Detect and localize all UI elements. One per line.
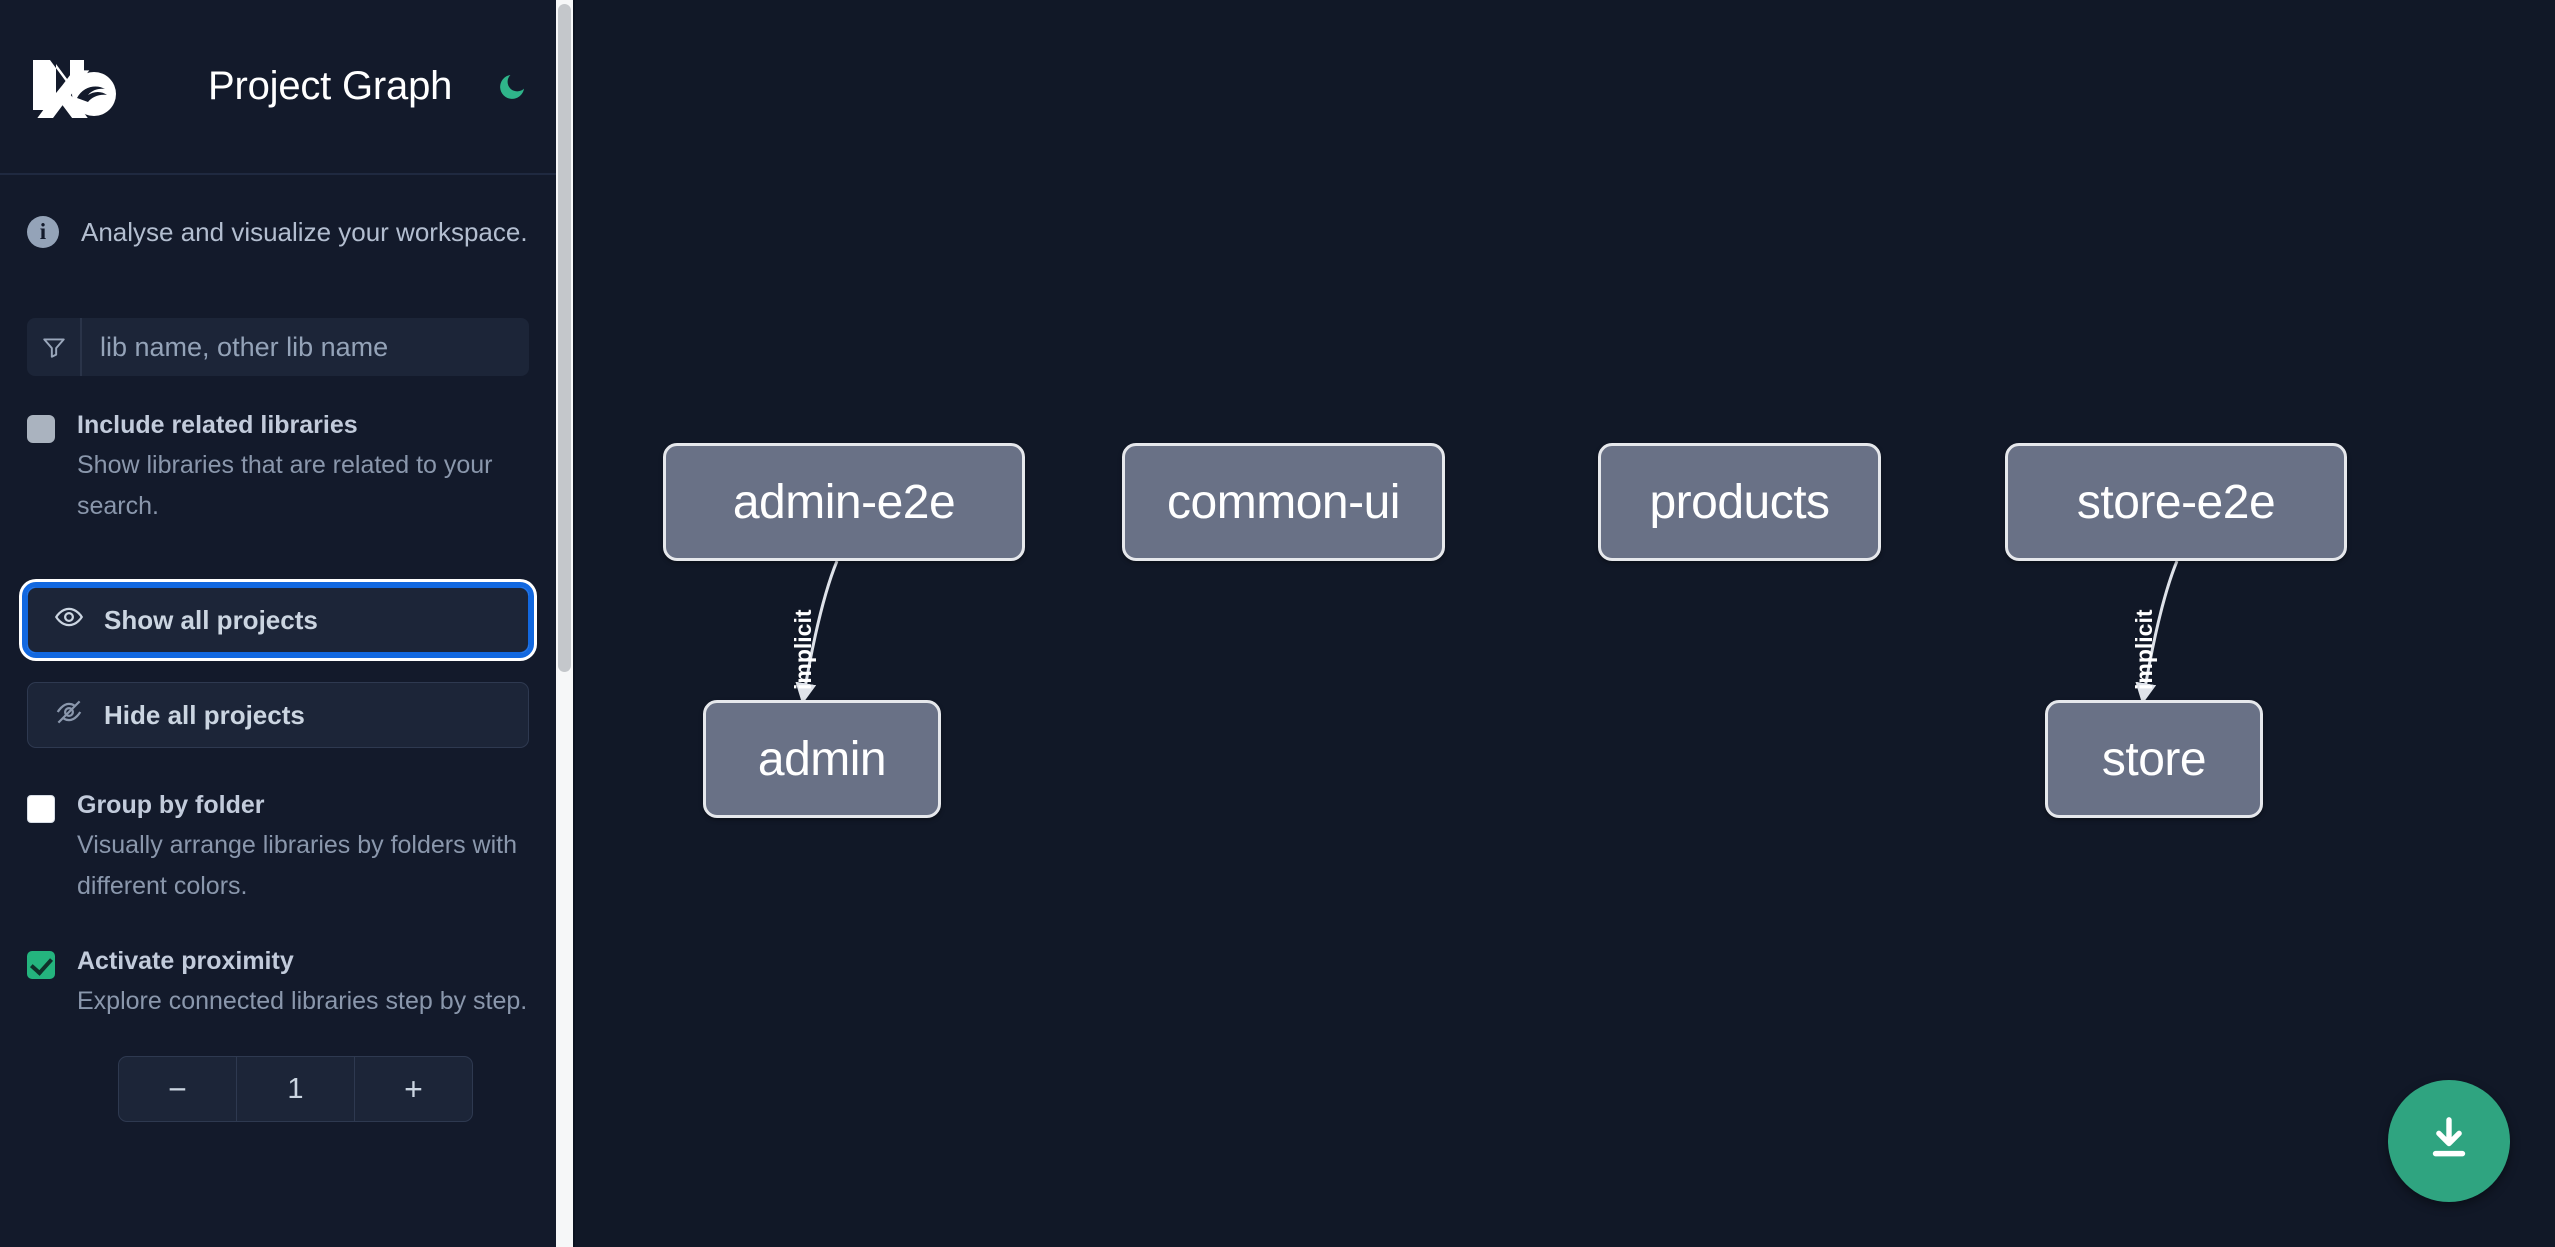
graph-node-common-ui[interactable]: common-ui	[1122, 443, 1445, 561]
graph-node-admin-e2e[interactable]: admin-e2e	[663, 443, 1025, 561]
eye-off-icon	[54, 697, 84, 734]
include-related-description: Show libraries that are related to your …	[77, 451, 493, 520]
search-input[interactable]	[82, 318, 529, 376]
option-group-by-folder: Group by folder Visually arrange librari…	[0, 790, 556, 907]
graph-node-store[interactable]: store	[2045, 700, 2263, 818]
group-by-folder-description: Visually arrange libraries by folders wi…	[77, 831, 518, 900]
activate-proximity-description: Explore connected libraries step by step…	[77, 987, 528, 1015]
proximity-stepper: − 1 +	[118, 1056, 473, 1122]
page-title: Project Graph	[208, 64, 453, 108]
show-all-projects-button[interactable]: Show all projects	[22, 582, 534, 658]
sidebar-header: Project Graph	[0, 0, 556, 175]
sidebar-scrollbar[interactable]	[556, 0, 573, 1247]
hide-all-projects-label: Hide all projects	[104, 699, 305, 730]
stepper-increment-button[interactable]: +	[404, 1070, 423, 1107]
graph-edges	[795, 560, 2179, 705]
sidebar-scrollbar-thumb[interactable]	[558, 4, 571, 672]
stepper-value: 1	[237, 1057, 355, 1121]
eye-icon	[54, 602, 84, 639]
info-icon: i	[27, 216, 59, 248]
info-text: Analyse and visualize your workspace.	[81, 216, 528, 247]
option-include-related: Include related libraries Show libraries…	[0, 410, 556, 527]
group-by-folder-label: Group by folder	[77, 791, 265, 819]
graph-node-products[interactable]: products	[1598, 443, 1881, 561]
sidebar-divider	[573, 0, 575, 1247]
info-row: i Analyse and visualize your workspace.	[0, 199, 556, 265]
graph-node-store-e2e[interactable]: store-e2e	[2005, 443, 2347, 561]
activate-proximity-checkbox[interactable]	[27, 951, 55, 979]
graph-canvas[interactable]: implicit implicit admin-e2e common-ui pr…	[575, 0, 2555, 1247]
download-graph-button[interactable]	[2388, 1080, 2510, 1202]
group-by-folder-checkbox[interactable]	[27, 795, 55, 823]
moon-icon[interactable]	[492, 67, 532, 107]
sidebar: Project Graph i Analyse and visualize yo…	[0, 0, 556, 1247]
hide-all-projects-button[interactable]: Hide all projects	[27, 682, 529, 748]
edge-label-store: implicit	[2131, 609, 2157, 690]
include-related-checkbox[interactable]	[27, 415, 55, 443]
filter-field[interactable]	[27, 318, 529, 376]
activate-proximity-label: Activate proximity	[77, 947, 294, 975]
edge-label-admin: implicit	[790, 609, 816, 690]
stepper-decrement-button[interactable]: −	[119, 1057, 237, 1121]
graph-node-admin[interactable]: admin	[703, 700, 941, 818]
show-all-projects-label: Show all projects	[104, 604, 318, 635]
download-icon	[2422, 1112, 2476, 1171]
include-related-label: Include related libraries	[77, 411, 358, 439]
funnel-icon	[27, 318, 82, 376]
option-activate-proximity: Activate proximity Explore connected lib…	[0, 946, 556, 1022]
nx-logo-icon	[27, 56, 125, 120]
